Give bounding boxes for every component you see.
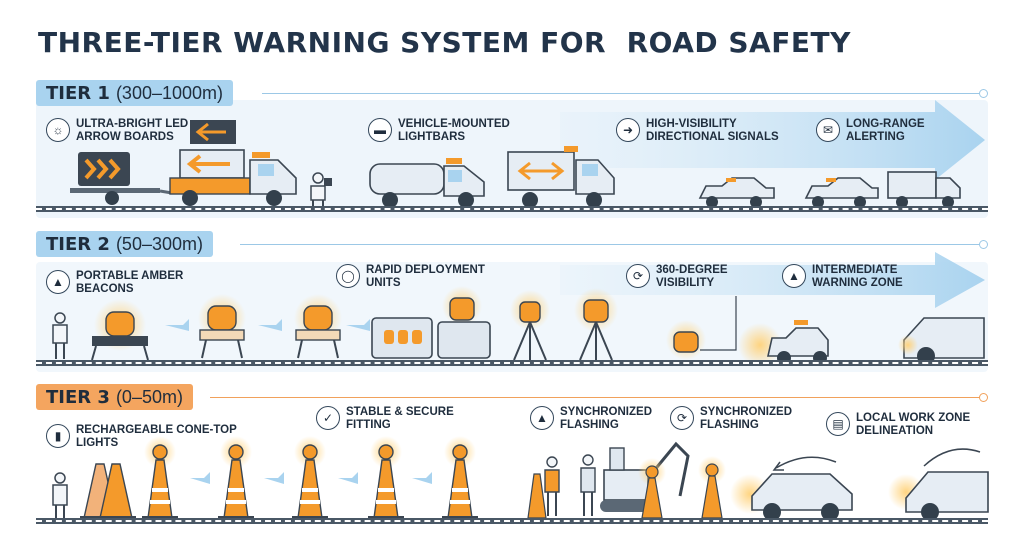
tier-3-range: (0–50m) <box>115 386 183 407</box>
flow-arrow <box>165 319 189 331</box>
flow-arrow <box>412 472 432 484</box>
work-crew <box>527 454 596 519</box>
beacon-icon: ▲ <box>46 270 70 294</box>
tier-3-car-2 <box>888 471 989 521</box>
cone-stack <box>80 463 136 522</box>
tier-3-label-stable-fitting: ✓ STABLE & SECURE FITTING <box>316 406 456 432</box>
rotate-icon: ⟳ <box>626 264 650 288</box>
tier-1-label-arrow-boards: ☼ ULTRA-BRIGHT LED ARROW BOARDS <box>46 118 206 144</box>
tier-1-name: TIER 1 <box>46 82 110 104</box>
tier-1-label-directional-signals: ➜ HIGH-VISIBILITY DIRECTIONAL SIGNALS <box>616 118 796 144</box>
tier-3-label-synchronized-flashing-2: ⟳ SYNCHRONIZED FLASHING <box>670 406 800 432</box>
battery-icon: ▮ <box>46 424 70 448</box>
tier-2-range: (50–300m) <box>115 233 203 254</box>
tier-1-direction-arrow <box>560 100 985 180</box>
page-title: THREE-TIER WARNING SYSTEM FOR ROAD SAFET… <box>38 26 851 59</box>
tier-3-road <box>36 518 988 524</box>
tier-2-divider <box>240 240 988 249</box>
amber-beacon-3 <box>294 294 342 359</box>
deployment-case-closed <box>437 286 491 359</box>
tier-1-divider <box>262 89 988 98</box>
tier-2-label-360-visibility: ⟳ 360-DEGREE VISIBILITY <box>626 264 746 290</box>
tier-1-tag: TIER 1 (300–1000m) <box>36 80 234 106</box>
lightbar-tanker-truck <box>369 158 485 208</box>
excavator <box>600 441 690 512</box>
tier-1-road <box>36 206 988 212</box>
tier-3-name: TIER 3 <box>46 386 110 408</box>
shield-icon: ✓ <box>316 406 340 430</box>
sync-icon: ⟳ <box>670 406 694 430</box>
siren-icon: ▲ <box>782 264 806 288</box>
megaphone-icon: ✉ <box>816 118 840 142</box>
tier-2-label-intermediate-zone: ▲ INTERMEDIATE WARNING ZONE <box>782 264 922 290</box>
tier-2-warning-car <box>738 320 829 367</box>
tier-1-label-long-range: ✉ LONG-RANGE ALERTING <box>816 118 936 144</box>
tier-2-tag: TIER 2 (50–300m) <box>36 231 213 257</box>
cone-light-4 <box>368 436 404 522</box>
flow-arrow <box>264 472 284 484</box>
directional-signal-truck <box>507 146 615 208</box>
arrow-board-truck <box>169 120 297 206</box>
deployment-case-open <box>371 317 433 359</box>
callout-line <box>700 296 737 351</box>
tier-3-label-work-zone-delineation: ▤ LOCAL WORK ZONE DELINEATION <box>826 412 976 438</box>
stopwatch-icon: ◯ <box>336 264 360 288</box>
tier-1-label-lightbars: ▬ VEHICLE-MOUNTED LIGHTBARS <box>368 118 528 144</box>
tier-1-car-2 <box>804 177 879 208</box>
cone-light-7 <box>698 456 726 519</box>
lightbar-icon: ▬ <box>368 118 392 142</box>
tier-2-label-rapid-deployment: ◯ RAPID DEPLOYMENT UNITS <box>336 264 506 290</box>
arrow-sign-icon: ➜ <box>616 118 640 142</box>
flow-arrow <box>258 319 282 331</box>
tier-2-direction-arrow <box>560 252 985 308</box>
cone-light-5 <box>442 436 478 522</box>
ground-beacon <box>666 320 706 360</box>
tier-2-oncoming-car <box>898 317 985 365</box>
amber-beacon-2 <box>198 294 246 359</box>
tier-3-label-cone-top-lights: ▮ RECHARGEABLE CONE-TOP LIGHTS <box>46 424 246 450</box>
tier-2-road <box>36 360 988 366</box>
tier-3-divider <box>210 393 988 402</box>
arrow-board-trailer <box>70 152 173 205</box>
tripod-beacon-1 <box>510 290 550 361</box>
tier-3-worker <box>52 472 68 519</box>
tier-2-worker <box>52 312 68 359</box>
tier-2-label-amber-beacons: ▲ PORTABLE AMBER BEACONS <box>46 270 186 296</box>
tier-1-car <box>698 177 775 208</box>
flash-icon: ▲ <box>530 406 554 430</box>
tier-1-range: (300–1000m) <box>115 82 224 103</box>
motion-arrow-2 <box>923 448 981 467</box>
flow-arrow <box>338 472 358 484</box>
tier-1-box-truck <box>887 171 961 208</box>
tripod-beacon-2 <box>574 288 618 361</box>
flow-arrow <box>346 319 370 331</box>
amber-beacon-1 <box>91 299 149 361</box>
cone-light-3 <box>292 436 328 522</box>
tier-2-name: TIER 2 <box>46 233 110 255</box>
barrier-icon: ▤ <box>826 412 850 436</box>
tier-3-car-1 <box>730 473 853 521</box>
flow-arrow <box>190 472 210 484</box>
motion-arrow <box>775 456 837 469</box>
tier-3-label-synchronized-flashing-1: ▲ SYNCHRONIZED FLASHING <box>530 406 660 432</box>
tier-3-tag: TIER 3 (0–50m) <box>36 384 193 410</box>
lightbulb-icon: ☼ <box>46 118 70 142</box>
